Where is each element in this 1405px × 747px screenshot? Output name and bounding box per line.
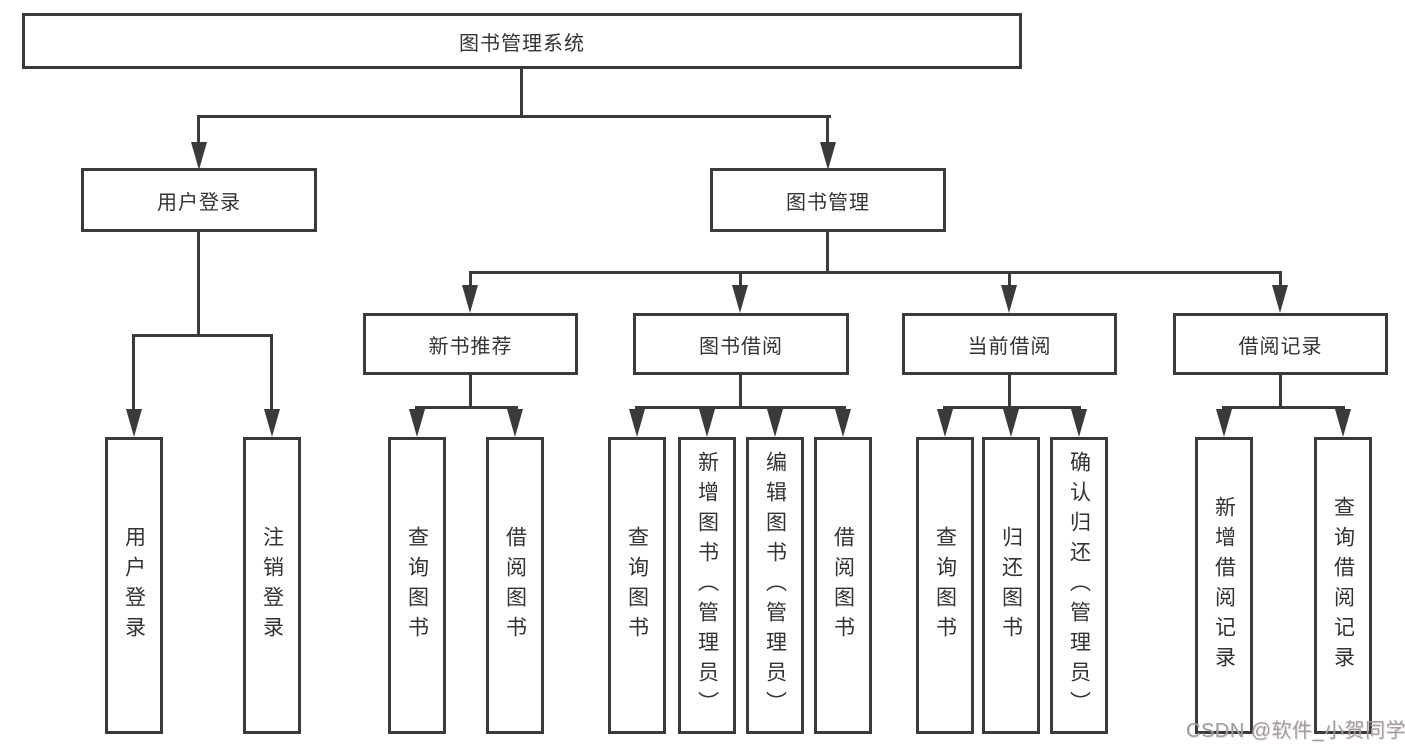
- arrowhead-book-borrow-leaf-4: [835, 409, 851, 437]
- leaf-borrow-query: 查询图书: [608, 437, 666, 734]
- connector-drop-new-book: [469, 271, 472, 287]
- connector-borrow-record-stem: [1279, 374, 1282, 408]
- leaf-newbook-query: 查询图书: [388, 437, 446, 734]
- leaf-label: 用户登录: [122, 525, 146, 646]
- leaf-record-add: 新增借阅记录: [1195, 437, 1253, 734]
- arrowhead-current-borrow-leaf-1: [937, 409, 953, 437]
- leaf-newbook-borrow: 借阅图书: [486, 437, 544, 734]
- leaf-current-return: 归还图书: [982, 437, 1040, 734]
- connector-user-login-rail: [132, 334, 273, 337]
- connector-drop-book-management: [826, 115, 829, 145]
- arrowhead-logout-leaf: [264, 409, 280, 437]
- arrowhead-borrow-record-leaf-2: [1335, 409, 1351, 437]
- connector-drop-logout-leaf: [270, 334, 273, 410]
- connector-drop-current-borrow: [1008, 271, 1011, 287]
- node-system-root: 图书管理系统: [22, 13, 1022, 69]
- arrowhead-book-borrow-leaf-3: [767, 409, 783, 437]
- arrowhead-new-book: [462, 285, 478, 313]
- connector-root-stem: [520, 69, 523, 118]
- connector-root-rail: [197, 115, 831, 118]
- connector-drop-book-borrow: [739, 271, 742, 287]
- leaf-label: 查询图书: [405, 525, 429, 646]
- connector-new-book-rail: [415, 406, 518, 409]
- leaf-label: 查询图书: [933, 525, 957, 646]
- connector-book-management-stem: [826, 232, 829, 274]
- arrowhead-new-book-leaf-2: [507, 409, 523, 437]
- connector-drop-login-leaf: [132, 334, 135, 410]
- arrowhead-book-borrow-leaf-2: [699, 409, 715, 437]
- connector-drop-borrow-record: [1279, 271, 1282, 287]
- arrowhead-new-book-leaf-1: [409, 409, 425, 437]
- node-book-borrow: 图书借阅: [633, 313, 849, 375]
- leaf-record-query: 查询借阅记录: [1314, 437, 1372, 734]
- arrowhead-borrow-record: [1272, 285, 1288, 313]
- leaf-borrow-add-book: 新增图书（管理员）: [678, 437, 736, 734]
- connector-drop-user-login: [197, 115, 200, 145]
- node-book-management: 图书管理: [710, 168, 946, 232]
- arrowhead-book-borrow-leaf-1: [629, 409, 645, 437]
- connector-borrow-record-rail: [1222, 406, 1345, 409]
- connector-new-book-stem: [469, 374, 472, 408]
- arrowhead-current-borrow-leaf-2: [1003, 409, 1019, 437]
- node-borrow-record: 借阅记录: [1173, 313, 1388, 375]
- leaf-label: 注销登录: [260, 525, 284, 646]
- arrowhead-borrow-record-leaf-1: [1216, 409, 1232, 437]
- connector-book-borrow-stem: [739, 374, 742, 408]
- arrowhead-login-leaf: [126, 409, 142, 437]
- leaf-borrow-edit-book: 编辑图书（管理员）: [746, 437, 804, 734]
- node-new-book-recommend: 新书推荐: [363, 313, 578, 375]
- leaf-label: 查询图书: [625, 525, 649, 646]
- leaf-label: 借阅图书: [503, 525, 527, 646]
- connector-current-borrow-rail: [943, 406, 1081, 409]
- connector-user-login-stem: [197, 232, 200, 336]
- arrowhead-user-login: [191, 142, 207, 170]
- leaf-current-query: 查询图书: [916, 437, 974, 734]
- connector-current-borrow-stem: [1008, 374, 1011, 408]
- connector-book-borrow-rail: [635, 406, 846, 409]
- leaf-logout: 注销登录: [243, 437, 301, 734]
- node-user-login: 用户登录: [81, 168, 317, 232]
- leaf-current-confirm-return: 确认归还（管理员）: [1050, 437, 1108, 734]
- csdn-watermark: CSDN @软件_小贺同学: [1186, 720, 1405, 742]
- connector-book-management-rail: [469, 271, 1282, 274]
- leaf-label: 借阅图书: [831, 525, 855, 646]
- leaf-label: 确认归还（管理员）: [1067, 450, 1091, 721]
- leaf-borrow-book: 借阅图书: [814, 437, 872, 734]
- arrowhead-current-borrow: [1001, 285, 1017, 313]
- arrowhead-current-borrow-leaf-3: [1071, 409, 1087, 437]
- leaf-label: 查询借阅记录: [1331, 495, 1355, 676]
- leaf-user-login: 用户登录: [105, 437, 163, 734]
- leaf-label: 归还图书: [999, 525, 1023, 646]
- leaf-label: 新增图书（管理员）: [695, 450, 719, 721]
- leaf-label: 新增借阅记录: [1212, 495, 1236, 676]
- arrowhead-book-management: [820, 142, 836, 170]
- leaf-label: 编辑图书（管理员）: [763, 450, 787, 721]
- node-current-borrow: 当前借阅: [902, 313, 1117, 375]
- arrowhead-book-borrow: [732, 285, 748, 313]
